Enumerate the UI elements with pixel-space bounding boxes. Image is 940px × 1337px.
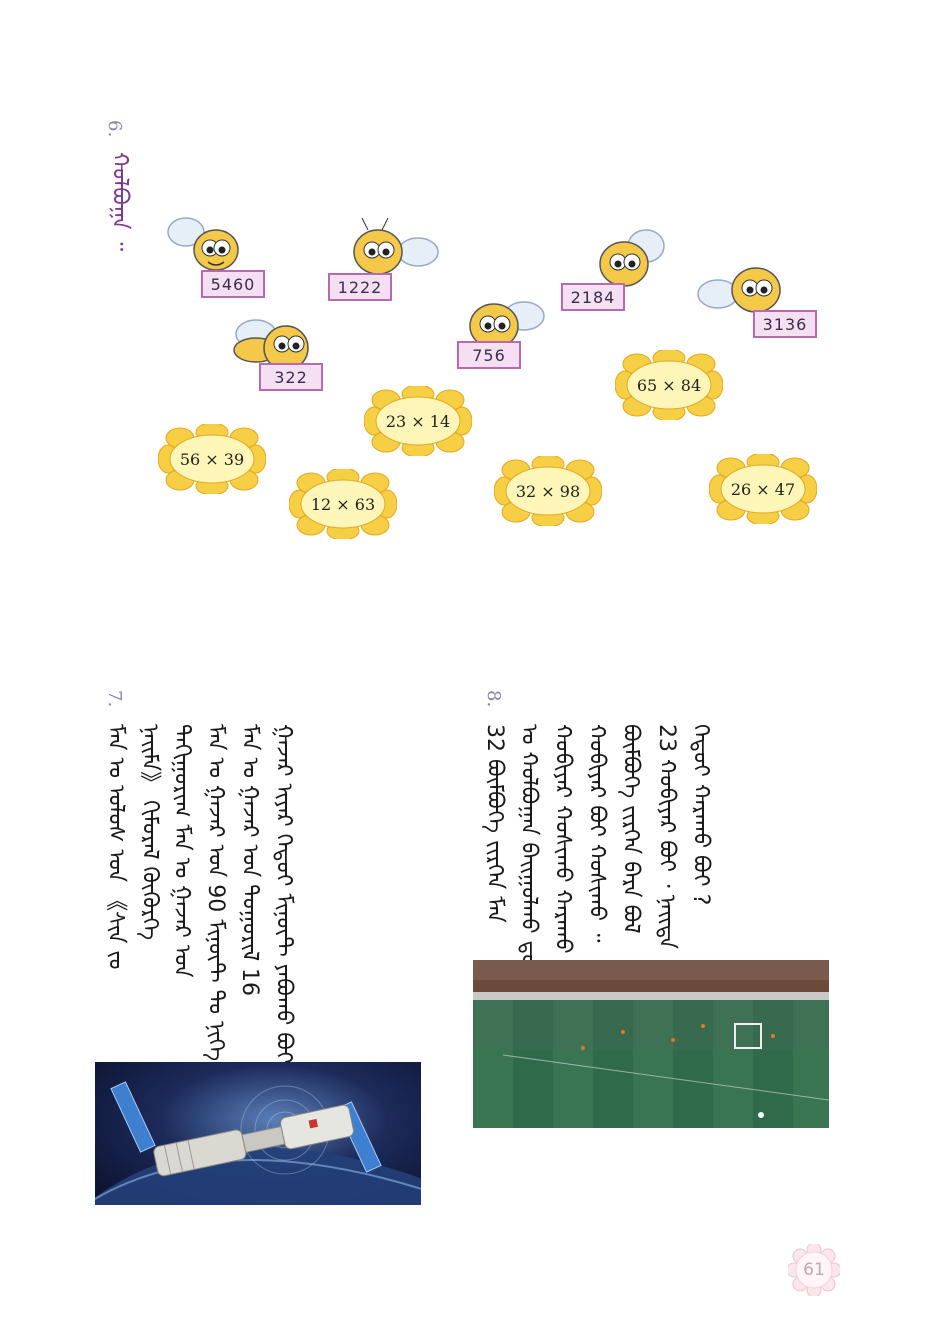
problem-6-number: 6. — [104, 120, 125, 138]
bee-number-card: 756 — [457, 341, 521, 369]
problem-8-line: ᠬᠤᠪᠢᠶᠠᠷ ᠬᠤᠰᠢᠬᠤ ᠬᠠᠷᠠᠬᠤ — [550, 724, 575, 954]
bee-number-card: 2184 — [561, 283, 625, 311]
page-number: 61 — [803, 1260, 825, 1280]
problem-8-line: ᠪᠥᠮᠪᠥᠭᠡ ᠵᠢᠷᠭᠡᠨ ᠪᠠᠷᠠ ᠪᠣᠯ — [618, 724, 643, 934]
bee-icon — [599, 229, 665, 287]
bee-number-card: 1222 — [328, 273, 392, 301]
problem-8-line: ᠬᠡᠳᠦᠢ ᠬᠠᠷᠠᠬᠤ ᠪᠤᠢ ? — [688, 724, 713, 906]
bee-icon — [167, 217, 239, 271]
problem-6-title: ᠬᠣᠯᠪᠣᠭᠠ ᠃ — [107, 152, 132, 252]
bee-icon — [469, 301, 545, 349]
problem-8-line: ᠬᠤᠪᠢᠶᠠᠷ ᠪᠤᠢ ᠬᠤᠰᠢᠬᠤ ᠃ — [584, 724, 609, 943]
problem-7-line: ᠲᠠᠭᠢᠭᠤᠷᠢᠭ ᠮᠠᠨ ᠤ ᠭᠠᠵᠠᠷ ᠤᠨ — [169, 724, 194, 978]
problem-7-line: ᠨᠠᠢᠮᠠ》 ᠬᠢᠮᠤᠷᠠᠯ ᠬᠦᠭᠦᠷᠭᠡ — [137, 724, 162, 941]
bee-number-card: 3136 — [753, 310, 817, 338]
problem-7-line: ᠭᠠᠵᠠᠷ ᠢᠶᠠᠷ ᠬᠡᠳᠦᠢ ᠮᠢᠨᠦ᠋ᠲ ᠶᠠᠪᠤᠬᠤ ᠪᠤᠢ ? — [271, 724, 296, 1083]
bee-number-card: 5460 — [201, 270, 265, 298]
problem-7-line: ᠮᠠᠨ ᠤ ᠤᠯᠤᠰ ᠤᠨ 《ᠰᠢᠨ ᠵᠤ — [103, 724, 128, 970]
page-number-badge: 61 — [786, 1242, 842, 1298]
space-station-image — [95, 1062, 421, 1205]
flower-expression: 56 × 39 — [158, 424, 266, 494]
problem-7-line: ᠮᠠᠨ ᠤ ᠭᠠᠵᠠᠷ ᠤᠨ ᠲᠣᠭᠤᠷᠢᠯ 16 — [237, 724, 262, 997]
stadium-image — [473, 960, 829, 1128]
flower-expression: 32 × 98 — [494, 456, 602, 526]
flower-expression: 26 × 47 — [709, 454, 817, 524]
bee-icon — [233, 319, 309, 371]
problem-8-line: 32 ᠪᠥᠮᠪᠥᠭᠡ ᠵᠢᠷᠭᠡᠨ ᠮᠠᠨ — [482, 724, 507, 923]
problem-7-number: 7. — [104, 690, 125, 708]
flower-expression: 65 × 84 — [615, 350, 723, 420]
flower-expression: 23 × 14 — [364, 386, 472, 456]
problem-8-line: 23 ᠬᠤᠪᠢᠶᠠᠷ ᠪᠤᠢ ᠂ ᠨᠡᠢᠲᠡ — [654, 724, 679, 950]
bee-number-card: 322 — [259, 363, 323, 391]
bee-icon — [353, 217, 439, 275]
problem-8-number: 8. — [483, 690, 504, 708]
flower-expression: 12 × 63 — [289, 469, 397, 539]
problem-8-line: ᠤ ᠬᠣᠯᠪᠣᠭᠠᠨ ᠪᠠᠢᠭᠤᠯᠬᠤ ᠳᠤ — [516, 724, 541, 965]
